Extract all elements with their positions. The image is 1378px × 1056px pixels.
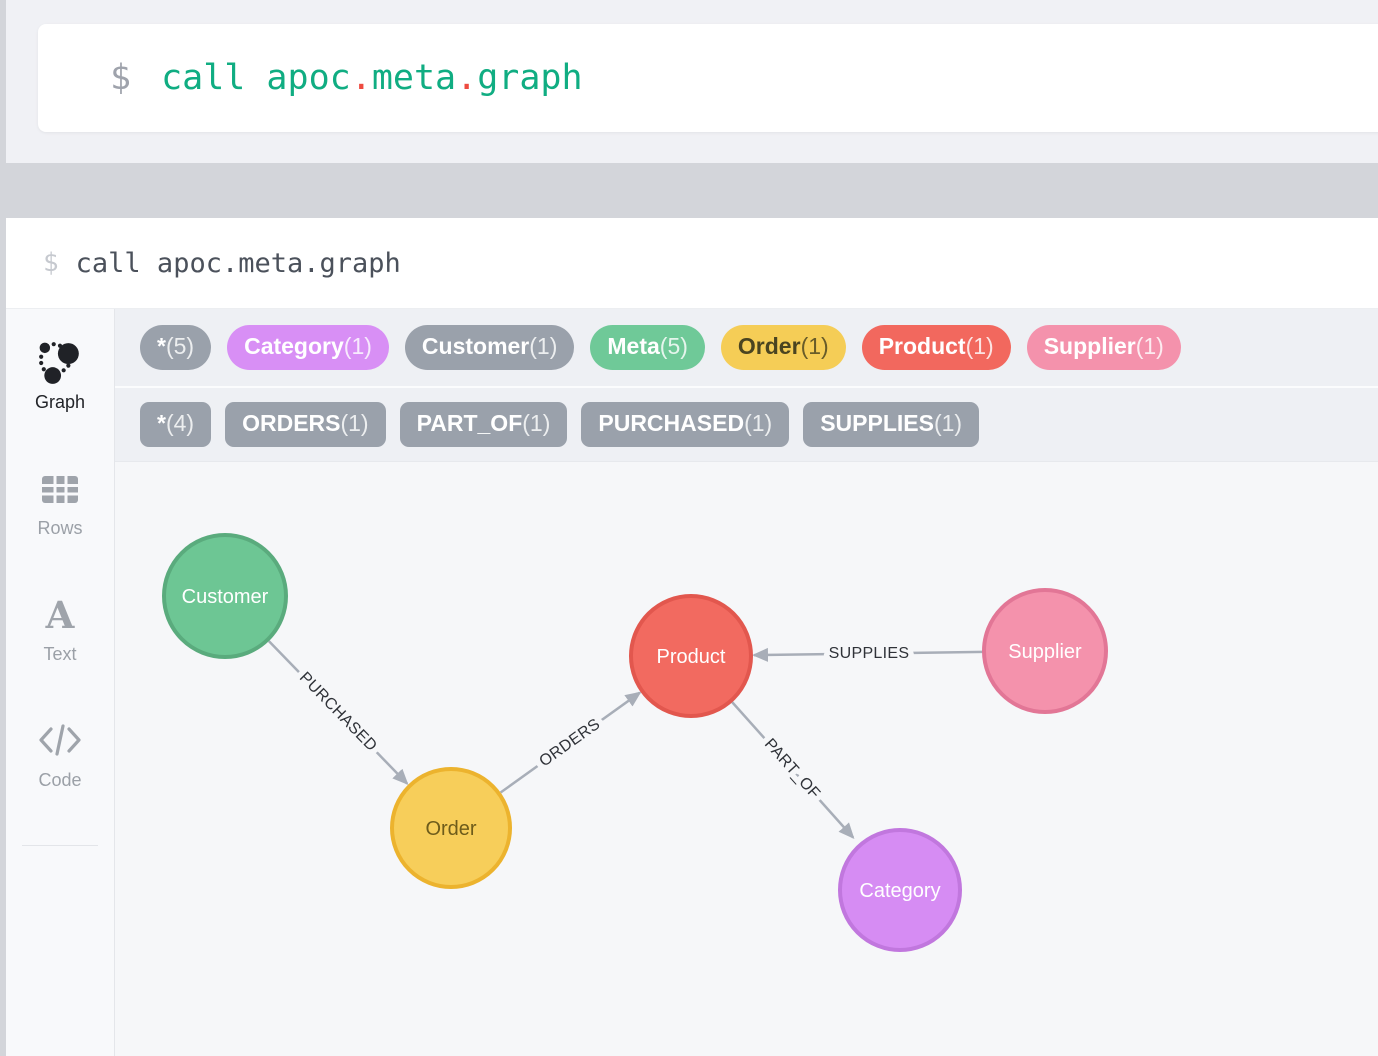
sidebar-item-label: Code	[38, 770, 82, 790]
code-token: graph	[477, 58, 583, 98]
graph-view-icon	[37, 339, 83, 387]
editor-section: $call apoc.meta.graph	[6, 0, 1378, 163]
edge-supplies[interactable]: SUPPLIES	[752, 640, 985, 668]
frame-command-text: call apoc.meta.graph	[75, 247, 401, 279]
sidebar-item-label: Rows	[37, 518, 83, 538]
node-badge-order[interactable]: Order(1)	[720, 324, 846, 371]
rel-badge-supplies[interactable]: SUPPLIES(1)	[803, 401, 980, 448]
editor-prompt: $	[110, 58, 132, 98]
edge-label[interactable]: PURCHASED	[290, 664, 385, 761]
sidebar-divider	[22, 845, 98, 846]
node-badge-all[interactable]: *(5)	[140, 324, 212, 371]
view-sidebar: Graph Rows A Text	[6, 309, 115, 1056]
node-badge-meta[interactable]: Meta(5)	[590, 324, 705, 371]
node-customer[interactable]: Customer	[162, 533, 288, 659]
code-token: .	[350, 58, 372, 98]
graph-svg: PURCHASED ORDERS SUPPLIES PART_OF	[162, 533, 1108, 952]
node-category[interactable]: Category	[838, 828, 962, 952]
node-badges-row: *(5) Category(1) Customer(1) Meta(5) Ord…	[115, 309, 1378, 386]
node-badge-category[interactable]: Category(1)	[227, 324, 389, 371]
sidebar-item-graph[interactable]: Graph	[35, 339, 85, 413]
result-frame: $ call apoc.meta.graph	[6, 218, 1378, 1056]
frame-body: Graph Rows A Text	[6, 309, 1378, 1056]
table-icon	[38, 465, 82, 513]
rel-badge-all[interactable]: *(4)	[140, 401, 212, 448]
edge-purchased[interactable]: PURCHASED	[268, 640, 409, 786]
frame-header-command[interactable]: $ call apoc.meta.graph	[6, 218, 1378, 309]
rel-badge-orders[interactable]: ORDERS(1)	[225, 401, 386, 448]
node-supplier[interactable]: Supplier	[982, 588, 1108, 714]
edge-label[interactable]: ORDERS	[531, 710, 609, 776]
cypher-editor[interactable]: $call apoc.meta.graph	[38, 24, 1378, 132]
edge-part-of[interactable]: PART_OF	[730, 700, 855, 839]
frame-prompt: $	[43, 248, 59, 278]
rel-badge-part-of[interactable]: PART_OF(1)	[399, 401, 568, 448]
result-main: *(5) Category(1) Customer(1) Meta(5) Ord…	[115, 309, 1378, 1056]
cypher-editor-line[interactable]: $call apoc.meta.graph	[110, 58, 583, 98]
sidebar-item-label: Graph	[34, 392, 86, 412]
sidebar-item-text[interactable]: A Text	[43, 591, 76, 665]
edge-label[interactable]: PART_OF	[755, 730, 828, 808]
rel-badges-row: *(4) ORDERS(1) PART_OF(1) PURCHASED(1) S…	[115, 386, 1378, 462]
edge-orders[interactable]: ORDERS	[499, 691, 642, 794]
node-product[interactable]: Product	[629, 594, 753, 718]
rel-badge-purchased[interactable]: PURCHASED(1)	[581, 401, 790, 448]
code-token: .	[456, 58, 478, 98]
code-token: meta	[371, 58, 457, 98]
code-token: call apoc	[161, 58, 351, 98]
edge-label[interactable]: SUPPLIES	[823, 640, 914, 668]
code-brackets-icon	[38, 717, 82, 765]
sidebar-item-code[interactable]: Code	[38, 717, 82, 791]
node-badge-product[interactable]: Product(1)	[861, 324, 1011, 371]
node-badge-supplier[interactable]: Supplier(1)	[1026, 324, 1181, 371]
node-order[interactable]: Order	[390, 767, 512, 889]
sidebar-item-label: Text	[43, 644, 77, 664]
graph-canvas[interactable]: PURCHASED ORDERS SUPPLIES PART_OF	[115, 462, 1378, 1056]
sidebar-item-rows[interactable]: Rows	[37, 465, 83, 539]
node-badge-customer[interactable]: Customer(1)	[404, 324, 575, 371]
text-a-icon: A	[45, 592, 75, 637]
